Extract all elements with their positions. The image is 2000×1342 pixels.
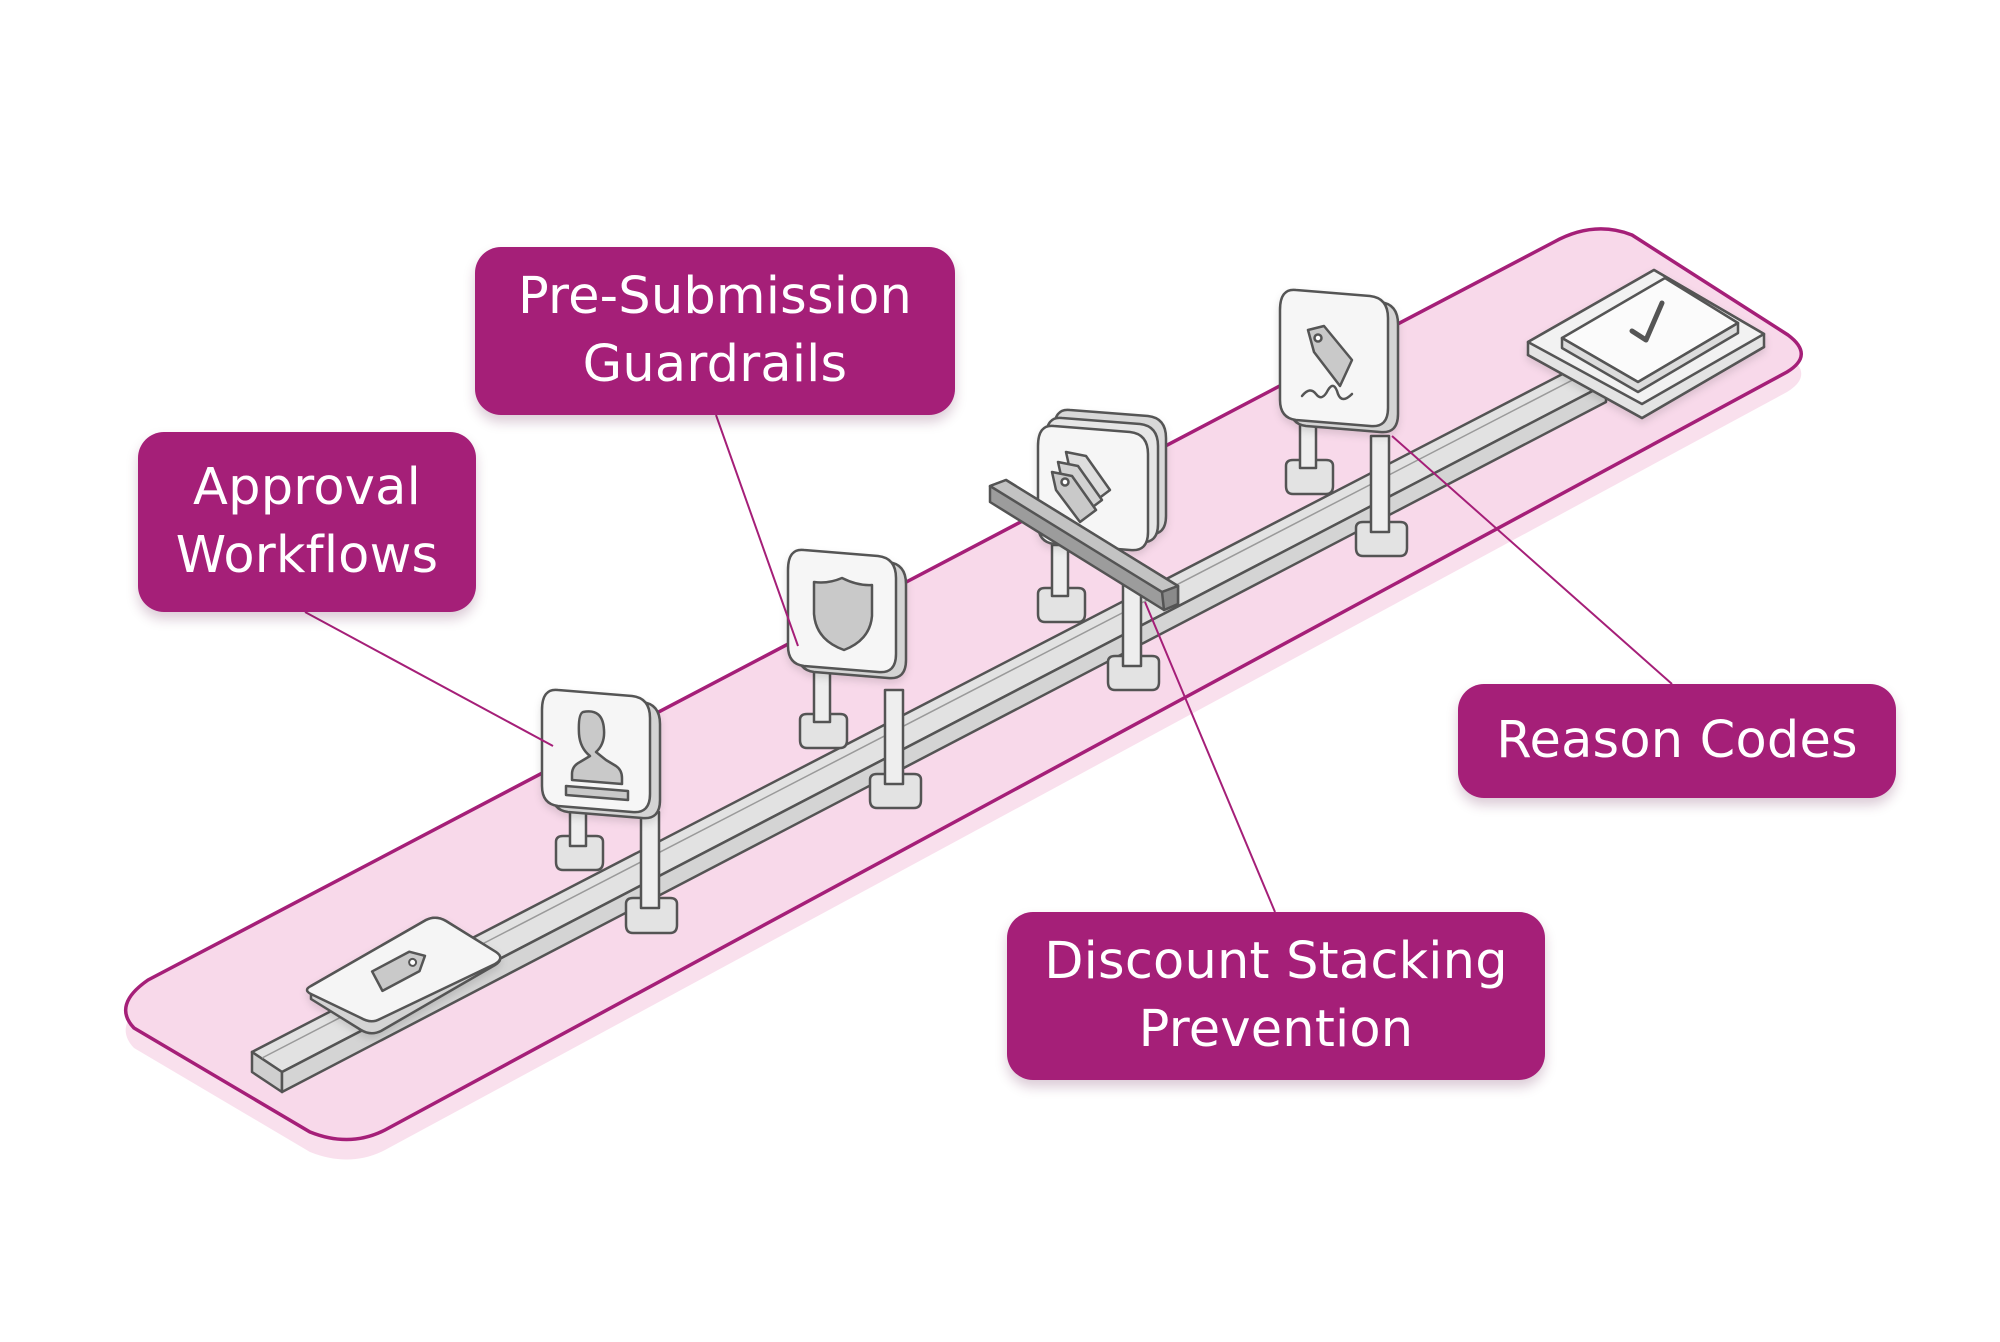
leader-stacking [1144,601,1276,913]
gate-guardrails [786,548,923,810]
callout-approval-line-1: Approval [193,458,421,517]
callout-reason-codes: Reason Codes [1458,684,1896,798]
gate-reason-sign [1278,288,1400,434]
gate-stacking-rear-post [1036,543,1087,624]
callout-stacking-line-1: Discount Stacking [1044,932,1508,991]
callout-approval-workflows: Approval Workflows [138,432,476,612]
callout-discount-stacking-prevention: Discount Stacking Prevention [1007,912,1545,1080]
gate-guardrails-sign [786,548,908,680]
callout-stacking-line-2: Prevention [1138,1000,1414,1059]
callout-reason-line-1: Reason Codes [1496,711,1858,770]
checkmark-icon [1629,300,1665,343]
callout-pre-submission-guardrails: Pre-Submission Guardrails [475,247,955,415]
price-tag-icon [370,950,427,993]
tag-with-signature-icon [1300,324,1354,401]
shield-icon [812,576,874,652]
callout-approval-line-2: Workflows [175,526,439,585]
gate-approval-sign [540,688,662,820]
gate-reason [1278,288,1409,558]
gate-stacking-front-post [1106,582,1161,692]
leader-reason [1391,435,1673,685]
exit-tile [1526,268,1766,420]
gate-guardrails-rear-post [798,658,849,750]
stacked-tags-icon [1050,450,1112,524]
entry-tile [305,916,502,1035]
gate-reason-front-post [1354,434,1409,558]
leader-lines [304,414,1673,913]
leader-approval [304,611,554,747]
callout-guardrails-line-1: Pre-Submission [517,267,913,326]
gate-approval-front-post [624,810,679,935]
gate-stacking [988,408,1180,692]
leader-guardrails [715,414,799,647]
stacking-barrier [988,478,1180,612]
gate-approval [540,688,679,935]
person-stamp-icon [564,710,630,802]
callout-guardrails-line-2: Guardrails [582,335,848,394]
gate-guardrails-front-post [868,688,923,810]
